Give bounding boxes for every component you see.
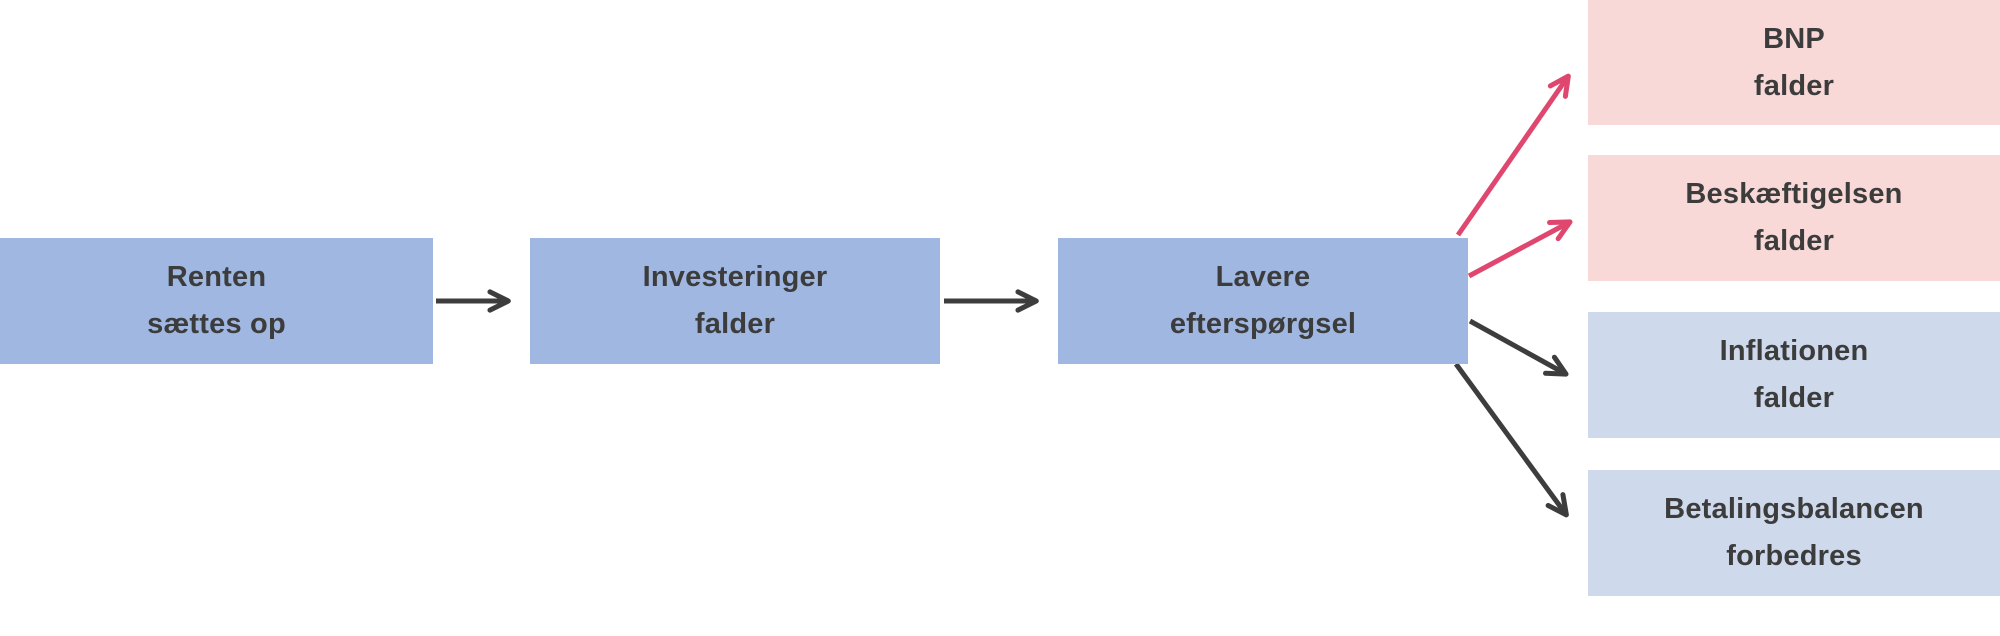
- node-investeringer-line1: Investeringer: [642, 261, 828, 293]
- arrow-efterspoergsel-to-betalingsbalancen: [1453, 362, 1569, 518]
- node-lavere-efterspoergsel-line2: efterspørgsel: [1169, 308, 1357, 340]
- node-inflationen-falder-line1: Inflationen: [1719, 335, 1869, 367]
- node-lavere-efterspoergsel-line1: Lavere: [1215, 261, 1311, 293]
- node-bnp-falder: BNP falder: [1588, 0, 2000, 125]
- node-lavere-efterspoergsel: Lavere efterspørgsel: [1058, 238, 1468, 364]
- node-bnp-falder-line1: BNP: [1763, 22, 1825, 55]
- node-inflationen-falder-line2: falder: [1753, 382, 1835, 414]
- node-investeringer: Investeringer falder: [530, 238, 940, 364]
- arrow-efterspoergsel-to-bnp: [1455, 73, 1571, 237]
- node-bnp-falder-line2: falder: [1753, 69, 1835, 102]
- arrow-efterspoergsel-to-beskaeftigelsen: [1467, 219, 1573, 279]
- node-betalingsbalancen-forbedres-line1: Betalingsbalancen: [1664, 493, 1924, 525]
- node-investeringer-line2: falder: [694, 308, 776, 340]
- node-renten: Renten sættes op: [0, 238, 433, 364]
- node-beskaeftigelsen-falder: Beskæftigelsen falder: [1588, 155, 2000, 281]
- node-beskaeftigelsen-falder-line1: Beskæftigelsen: [1685, 178, 1903, 210]
- node-betalingsbalancen-forbedres: Betalingsbalancen forbedres: [1588, 470, 2000, 596]
- node-renten-line2: sættes op: [147, 308, 286, 340]
- node-inflationen-falder: Inflationen falder: [1588, 312, 2000, 438]
- arrow-efterspoergsel-to-inflationen: [1468, 318, 1569, 377]
- node-betalingsbalancen-forbedres-line2: forbedres: [1726, 540, 1862, 572]
- node-beskaeftigelsen-falder-line2: falder: [1753, 225, 1835, 257]
- node-renten-line1: Renten: [166, 261, 267, 293]
